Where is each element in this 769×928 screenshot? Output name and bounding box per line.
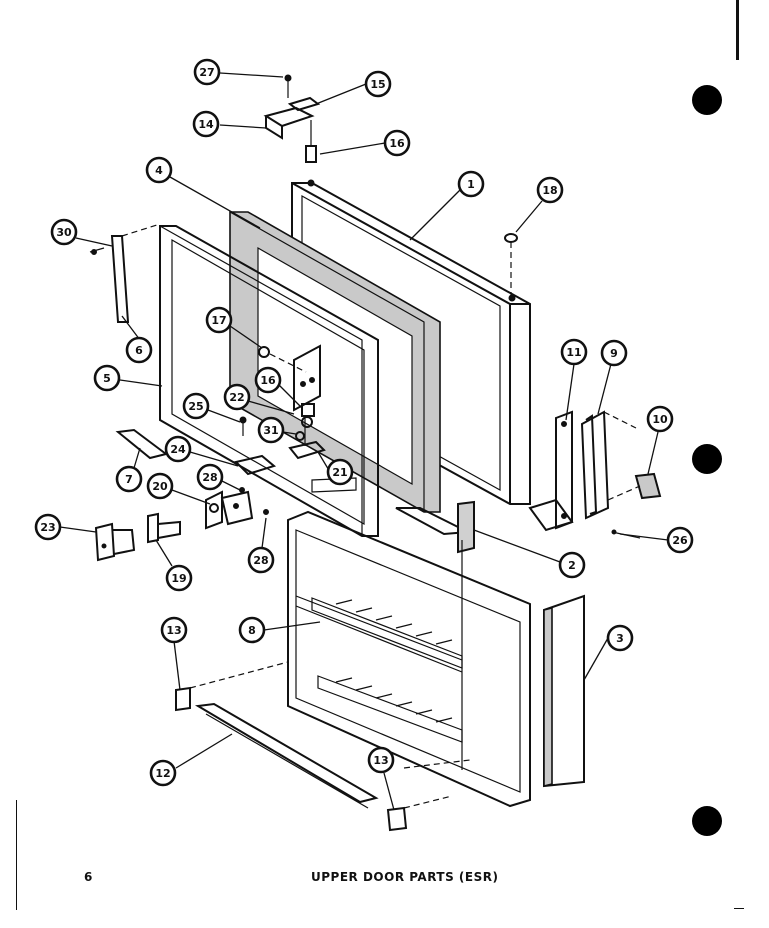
svg-text:7: 7	[125, 473, 133, 486]
svg-text:16: 16	[389, 137, 405, 150]
callout-14: 14	[192, 110, 220, 138]
svg-text:19: 19	[171, 572, 186, 585]
callout-16-mid: 16	[254, 366, 282, 394]
callout-6: 6	[125, 336, 153, 364]
leader-lines	[59, 72, 669, 811]
callout-28-top: 28	[196, 463, 224, 491]
callout-22-top: 22	[223, 383, 251, 411]
callout-26: 26	[666, 526, 694, 554]
svg-text:8: 8	[248, 624, 256, 637]
svg-text:2: 2	[568, 559, 576, 572]
svg-text:25: 25	[188, 400, 203, 413]
small-hardware	[239, 346, 326, 460]
scan-edge-mark-left	[16, 800, 17, 910]
svg-text:22: 22	[229, 391, 244, 404]
callout-3: 3	[606, 624, 634, 652]
callout-15: 15	[364, 70, 392, 98]
callout-11: 11	[560, 338, 588, 366]
bottom-rail	[175, 661, 471, 832]
top-hinge-assembly	[263, 74, 321, 163]
callout-31: 31	[257, 416, 285, 444]
punch-hole-middle	[692, 444, 722, 474]
scan-edge-mark-top-right	[736, 0, 739, 60]
svg-text:3: 3	[616, 632, 624, 645]
svg-text:4: 4	[155, 164, 163, 177]
callout-10: 10	[646, 405, 674, 433]
callout-25: 25	[182, 392, 210, 420]
callout-12: 12	[149, 759, 177, 787]
svg-text:12: 12	[155, 767, 170, 780]
punch-hole-top	[692, 85, 722, 115]
svg-text:27: 27	[199, 66, 214, 79]
svg-text:26: 26	[672, 534, 688, 547]
svg-text:30: 30	[56, 226, 72, 239]
inner-frame	[159, 225, 379, 537]
center-bracket	[269, 344, 321, 412]
bottom-plates	[115, 428, 277, 476]
callout-24: 24	[164, 435, 192, 463]
callout-2: 2	[558, 551, 586, 579]
callout-30: 30	[50, 218, 78, 246]
callout-13-right: 13	[367, 746, 395, 774]
callout-28-bottom: 28	[247, 546, 275, 574]
callout-1: 1	[457, 170, 485, 198]
svg-text:10: 10	[652, 413, 668, 426]
callout-13-left: 13	[160, 616, 188, 644]
svg-text:16: 16	[260, 374, 276, 387]
plug	[504, 233, 518, 298]
side-strip	[89, 223, 161, 323]
svg-text:31: 31	[263, 424, 278, 437]
callout-21: 21	[326, 458, 354, 486]
callout-23: 23	[34, 513, 62, 541]
lower-hinge-assembly	[94, 487, 269, 562]
svg-text:11: 11	[566, 346, 581, 359]
svg-text:1: 1	[467, 178, 475, 191]
callout-18: 18	[536, 176, 564, 204]
svg-text:15: 15	[370, 78, 385, 91]
svg-text:14: 14	[198, 118, 214, 131]
punch-hole-bottom	[692, 806, 722, 836]
svg-text:28: 28	[253, 554, 268, 567]
gasket-strip	[543, 594, 585, 788]
callout-8: 8	[238, 616, 266, 644]
callout-16-top: 16	[383, 129, 411, 157]
callout-27: 27	[193, 58, 221, 86]
svg-text:28: 28	[202, 471, 217, 484]
callout-9: 9	[600, 339, 628, 367]
svg-text:6: 6	[135, 344, 143, 357]
svg-text:9: 9	[610, 347, 618, 360]
page-number: 6	[84, 870, 93, 884]
callout-20: 20	[146, 472, 174, 500]
callout-17: 17	[205, 306, 233, 334]
svg-text:17: 17	[211, 314, 226, 327]
svg-text:13: 13	[166, 624, 181, 637]
svg-text:18: 18	[542, 184, 557, 197]
callout-5: 5	[93, 364, 121, 392]
page-caption: UPPER DOOR PARTS (ESR)	[311, 870, 499, 884]
svg-text:20: 20	[152, 480, 168, 493]
handle-assembly	[528, 410, 662, 539]
scan-edge-mark-bottom-right	[734, 908, 744, 909]
svg-text:21: 21	[332, 466, 347, 479]
door-liner	[287, 510, 531, 808]
lower-rail	[311, 477, 475, 554]
callout-19: 19	[165, 564, 193, 592]
svg-text:13: 13	[373, 754, 388, 767]
svg-text:23: 23	[40, 521, 55, 534]
svg-text:24: 24	[170, 443, 186, 456]
callout-7: 7	[115, 465, 143, 493]
callout-4: 4	[145, 156, 173, 184]
svg-text:5: 5	[103, 372, 111, 385]
